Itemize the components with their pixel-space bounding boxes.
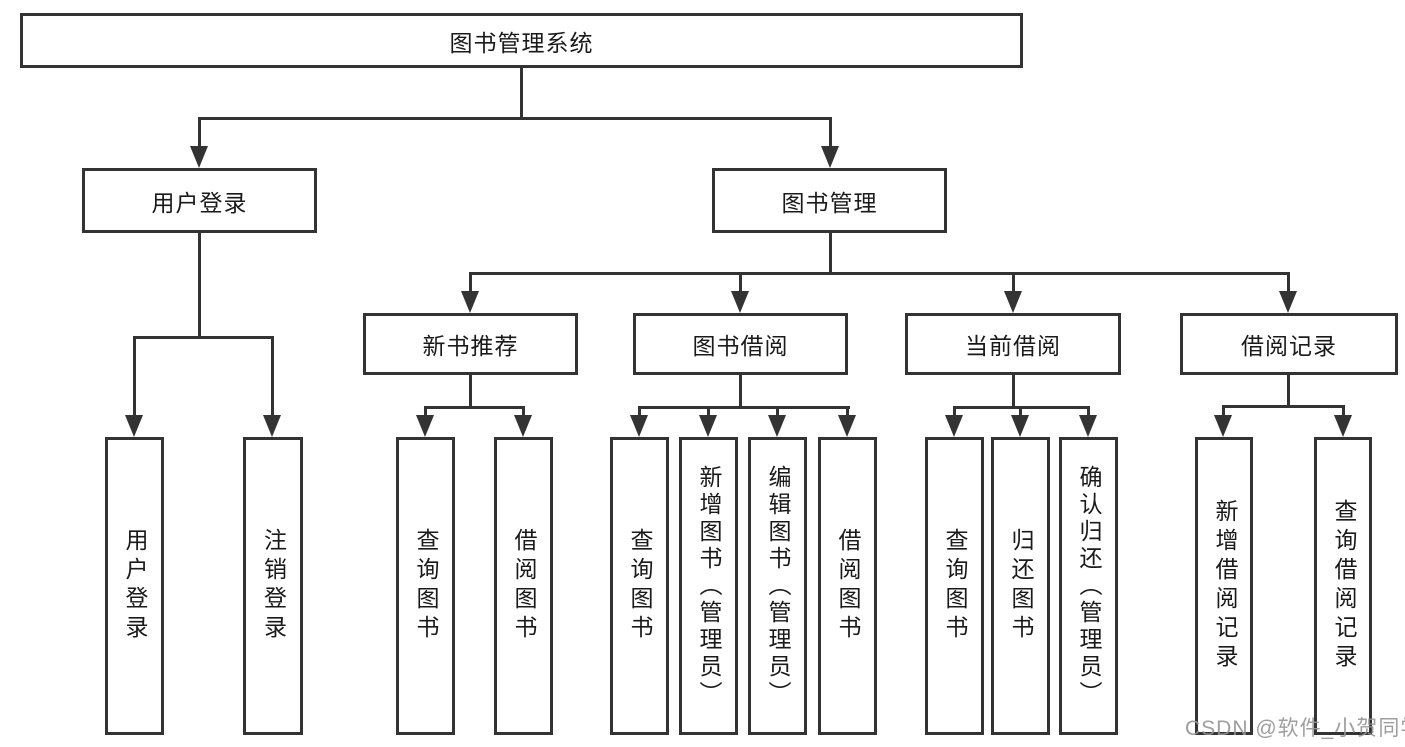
- connector-new-books-branch: [424, 406, 525, 409]
- connector-drop-new-books: [469, 272, 472, 294]
- connector-drop-cb-return: [1019, 406, 1022, 418]
- arrowhead-new-books: [461, 291, 479, 313]
- leaf-cb-query-books: 查询图书: [925, 437, 984, 735]
- connector-drop-borrow-records: [1287, 272, 1290, 294]
- connector-root-stem: [520, 68, 523, 120]
- leaf-cb-query-books-label: 查询图书: [942, 528, 968, 644]
- connector-new-books-stem: [469, 375, 472, 409]
- node-book-management: 图书管理: [712, 168, 947, 233]
- arrowhead-book-mgmt: [821, 146, 839, 168]
- arrowhead-bb-query: [630, 415, 648, 437]
- connector-drop-bb-borrow: [846, 406, 849, 418]
- connector-drop-br-add: [1222, 405, 1225, 418]
- leaf-user-login-label: 用户登录: [122, 528, 148, 644]
- leaf-user-login: 用户登录: [105, 437, 164, 735]
- node-book-management-label: 图书管理: [781, 189, 878, 216]
- arrowhead-bb-borrow: [838, 415, 856, 437]
- leaf-nb-borrow-books: 借阅图书: [494, 437, 553, 735]
- arrowhead-nb-query: [416, 415, 434, 437]
- leaf-br-query-record: 查询借阅记录: [1314, 437, 1372, 735]
- arrowhead-nb-borrow: [514, 415, 532, 437]
- leaf-br-add-record: 新增借阅记录: [1195, 437, 1253, 735]
- csdn-watermark: CSDN @软件_小贺同学: [1185, 717, 1405, 740]
- leaf-cb-confirm-return-admin-label: 确认归还（管理员）: [1076, 464, 1102, 708]
- leaf-logout-label: 注销登录: [260, 528, 287, 644]
- leaf-cb-return-books: 归还图书: [991, 437, 1050, 735]
- arrowhead-borrow-records: [1279, 291, 1297, 313]
- root-node-label: 图书管理系统: [449, 29, 594, 56]
- arrowhead-book-borrow: [731, 291, 749, 313]
- connector-drop-book-mgmt: [829, 117, 832, 149]
- leaf-bb-add-books-admin: 新增图书（管理员）: [679, 437, 738, 735]
- leaf-bb-borrow-books: 借阅图书: [818, 437, 877, 735]
- leaf-br-add-record-label: 新增借阅记录: [1212, 499, 1238, 673]
- node-user-login: 用户登录: [82, 168, 317, 233]
- arrowhead-cb-return: [1011, 415, 1029, 437]
- arrowhead-user-login: [190, 146, 208, 168]
- arrowhead-leaf-login: [125, 415, 143, 437]
- connector-level2-branch: [198, 117, 832, 120]
- leaf-nb-query-books: 查询图书: [396, 437, 455, 735]
- leaf-nb-query-books-label: 查询图书: [413, 528, 439, 644]
- node-borrowing-records: 借阅记录: [1180, 313, 1398, 375]
- connector-drop-cb-query: [953, 406, 956, 418]
- connector-drop-bb-edit: [776, 406, 779, 418]
- connector-drop-bb-add: [707, 406, 710, 418]
- connector-current-borrow-stem: [1012, 375, 1015, 409]
- node-user-login-label: 用户登录: [151, 189, 248, 216]
- arrowhead-cb-confirm: [1079, 415, 1097, 437]
- connector-book-borrow-branch: [638, 406, 850, 409]
- connector-borrow-records-branch: [1222, 405, 1345, 408]
- root-node-library-system: 图书管理系统: [20, 13, 1023, 68]
- arrowhead-current-borrow: [1004, 291, 1022, 313]
- connector-drop-cb-confirm: [1087, 406, 1090, 418]
- leaf-logout: 注销登录: [243, 437, 303, 735]
- node-new-book-recommend-label: 新书推荐: [422, 333, 519, 359]
- connector-user-login-branch: [133, 336, 274, 339]
- leaf-bb-edit-books-admin-label: 编辑图书（管理员）: [765, 464, 791, 708]
- connector-drop-user-login: [198, 117, 201, 149]
- connector-drop-bb-query: [638, 406, 641, 418]
- node-book-borrowing-label: 图书借阅: [692, 333, 789, 359]
- leaf-br-query-record-label: 查询借阅记录: [1331, 499, 1357, 673]
- leaf-bb-query-books-label: 查询图书: [627, 528, 653, 644]
- leaf-nb-borrow-books-label: 借阅图书: [511, 528, 537, 644]
- connector-borrow-records-stem: [1287, 375, 1290, 408]
- arrowhead-bb-add: [699, 415, 717, 437]
- leaf-bb-query-books: 查询图书: [610, 437, 669, 735]
- node-current-borrowing: 当前借阅: [905, 313, 1121, 375]
- connector-drop-book-borrow: [739, 272, 742, 294]
- leaf-bb-edit-books-admin: 编辑图书（管理员）: [748, 437, 807, 735]
- connector-drop-br-query: [1342, 405, 1345, 418]
- connector-drop-leaf-login: [133, 336, 136, 418]
- connector-book-mgmt-stem: [829, 233, 832, 275]
- connector-drop-leaf-logout: [271, 336, 274, 418]
- connector-level3-branch: [469, 272, 1290, 275]
- node-current-borrowing-label: 当前借阅: [965, 333, 1061, 359]
- connector-drop-nb-query: [424, 406, 427, 418]
- arrowhead-br-add: [1214, 415, 1232, 437]
- connector-drop-nb-borrow: [522, 406, 525, 418]
- arrowhead-cb-query: [945, 415, 963, 437]
- connector-drop-current-borrow: [1012, 272, 1015, 294]
- arrowhead-bb-edit: [768, 415, 786, 437]
- connector-book-borrow-stem: [739, 375, 742, 409]
- leaf-bb-add-books-admin-label: 新增图书（管理员）: [696, 464, 722, 708]
- leaf-cb-confirm-return-admin: 确认归还（管理员）: [1059, 437, 1118, 735]
- connector-user-login-stem: [198, 233, 201, 339]
- leaf-cb-return-books-label: 归还图书: [1008, 528, 1034, 644]
- arrowhead-leaf-logout: [263, 415, 281, 437]
- node-book-borrowing: 图书借阅: [633, 313, 848, 375]
- node-borrowing-records-label: 借阅记录: [1241, 333, 1337, 359]
- arrowhead-br-query: [1334, 415, 1352, 437]
- leaf-bb-borrow-books-label: 借阅图书: [835, 528, 861, 644]
- node-new-book-recommend: 新书推荐: [363, 313, 578, 375]
